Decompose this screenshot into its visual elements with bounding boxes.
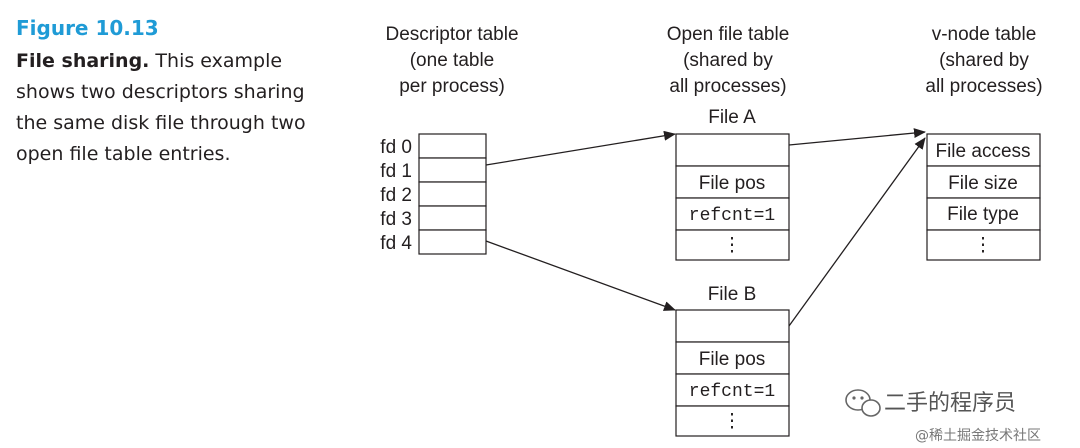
descriptor-header-line-3: per process) (399, 76, 505, 97)
fd-label-3: fd 3 (380, 209, 412, 230)
wechat-icon (845, 389, 881, 417)
file-a-row-0 (675, 133, 790, 167)
file-a-ellipsis: ⋮ (723, 235, 742, 256)
descriptor-cell-1 (418, 157, 487, 183)
open-file-header-line-2: (shared by (683, 50, 773, 71)
open-file-table-header: Open file table (shared by all processes… (667, 24, 790, 97)
fd-label-4: fd 4 (380, 233, 412, 254)
fd-label-0: fd 0 (380, 137, 412, 158)
figure-caption: Figure 10.13 File sharing. This example … (16, 14, 336, 170)
caption-text: File sharing. This example shows two des… (16, 46, 336, 170)
descriptor-header-line-2: (one table (410, 50, 495, 71)
open-file-header-line-1: Open file table (667, 24, 790, 45)
vnode-ellipsis: ⋮ (974, 235, 993, 256)
arrow-fd1-to-file-a (485, 130, 676, 166)
file-a-file-pos: File pos (699, 173, 766, 194)
arrow-fd4-to-file-b (485, 240, 676, 311)
file-b-row-0 (675, 309, 790, 343)
vnode-header-line-2: (shared by (939, 50, 1029, 71)
vnode-file-type: File type (947, 204, 1019, 225)
watermark: 二手的程序员 @稀土掘金技术社区 (845, 389, 1041, 444)
watermark-subtext: @稀土掘金技术社区 (915, 428, 1041, 444)
vnode-file-size: File size (948, 173, 1018, 194)
file-b-ellipsis: ⋮ (723, 411, 742, 432)
watermark-text: 二手的程序员 (884, 391, 1016, 416)
vnode-table: File access File size File type ⋮ (926, 133, 1041, 261)
vnode-header-line-3: all processes) (925, 76, 1042, 97)
file-b-row-3 (675, 405, 790, 437)
file-a-refcnt: refcnt=1 (689, 206, 775, 226)
descriptor-header-line-1: Descriptor table (385, 24, 518, 45)
file-b-label: File B (708, 284, 757, 305)
file-b-refcnt: refcnt=1 (689, 382, 775, 402)
figure-label: Figure 10.13 (16, 16, 159, 40)
fd-label-2: fd 2 (380, 185, 412, 206)
descriptor-cell-3 (418, 205, 487, 231)
file-a-label: File A (708, 107, 756, 128)
caption-body: This example shows two descriptors shari… (16, 50, 306, 165)
vnode-header-line-1: v-node table (932, 24, 1037, 45)
arrow-file-a-to-vnode (788, 128, 926, 146)
vnode-row-3 (926, 229, 1041, 261)
vnode-file-access: File access (935, 141, 1030, 162)
open-file-header-line-3: all processes) (669, 76, 786, 97)
descriptor-cell-2 (418, 181, 487, 207)
open-file-entry-b: File B File pos refcnt=1 ⋮ (675, 284, 790, 437)
caption-title: File sharing. (16, 50, 150, 72)
arrow-file-b-to-vnode (788, 137, 926, 327)
file-a-row-1 (675, 165, 790, 199)
open-file-entry-a: File A File pos refcnt=1 ⋮ (675, 107, 790, 261)
descriptor-cell-0 (418, 133, 487, 159)
file-b-file-pos: File pos (699, 349, 766, 370)
file-b-row-1 (675, 341, 790, 375)
fd-label-1: fd 1 (380, 161, 412, 182)
descriptor-cell-4 (418, 229, 487, 255)
descriptor-table-header: Descriptor table (one table per process) (385, 24, 518, 97)
vnode-row-0 (926, 133, 1041, 167)
file-b-row-2 (675, 373, 790, 407)
file-a-row-3 (675, 229, 790, 261)
vnode-table-header: v-node table (shared by all processes) (925, 24, 1042, 97)
descriptor-table: fd 0 fd 1 fd 2 fd 3 fd 4 (380, 133, 487, 255)
file-a-row-2 (675, 197, 790, 231)
vnode-row-2 (926, 197, 1041, 231)
